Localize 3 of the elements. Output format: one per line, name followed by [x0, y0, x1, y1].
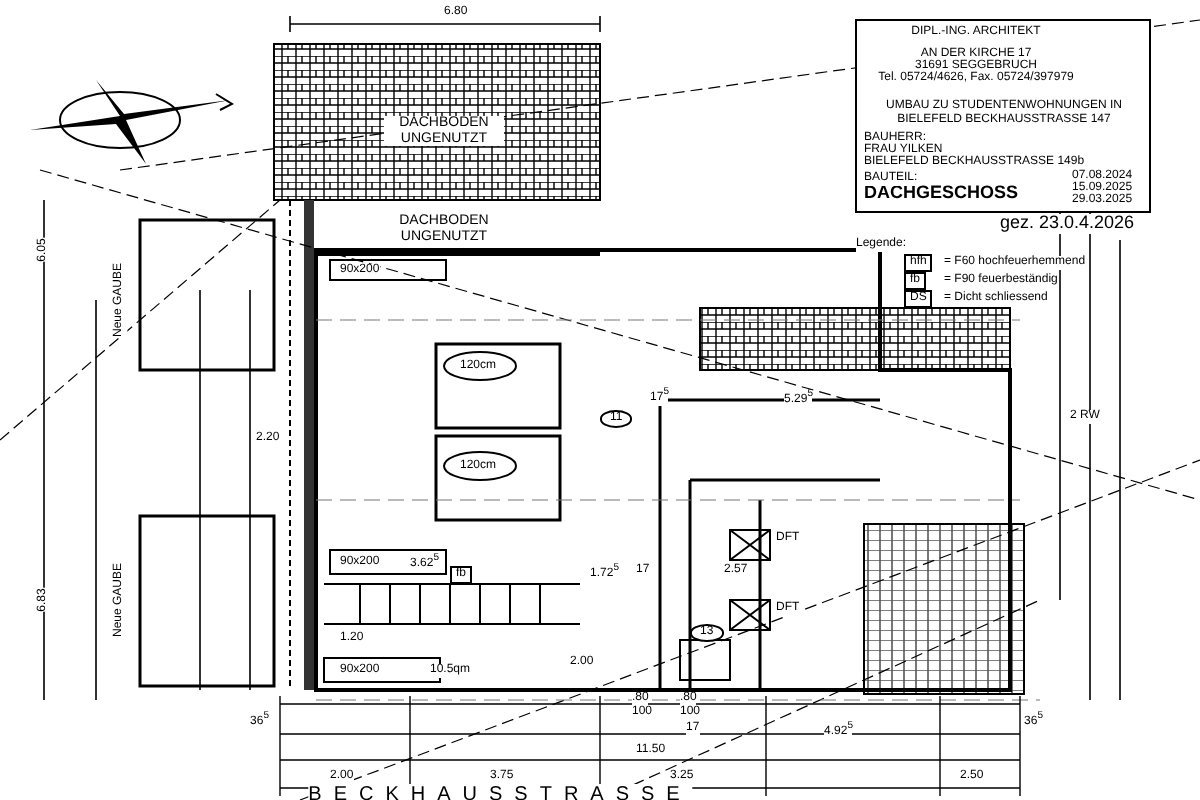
date-text: gez. 23.0.4.2026: [1000, 214, 1135, 234]
drawing-title: DACHGESCHOSS: [864, 184, 1019, 204]
street-name: BECKHAUSSTRASSE: [308, 784, 692, 800]
